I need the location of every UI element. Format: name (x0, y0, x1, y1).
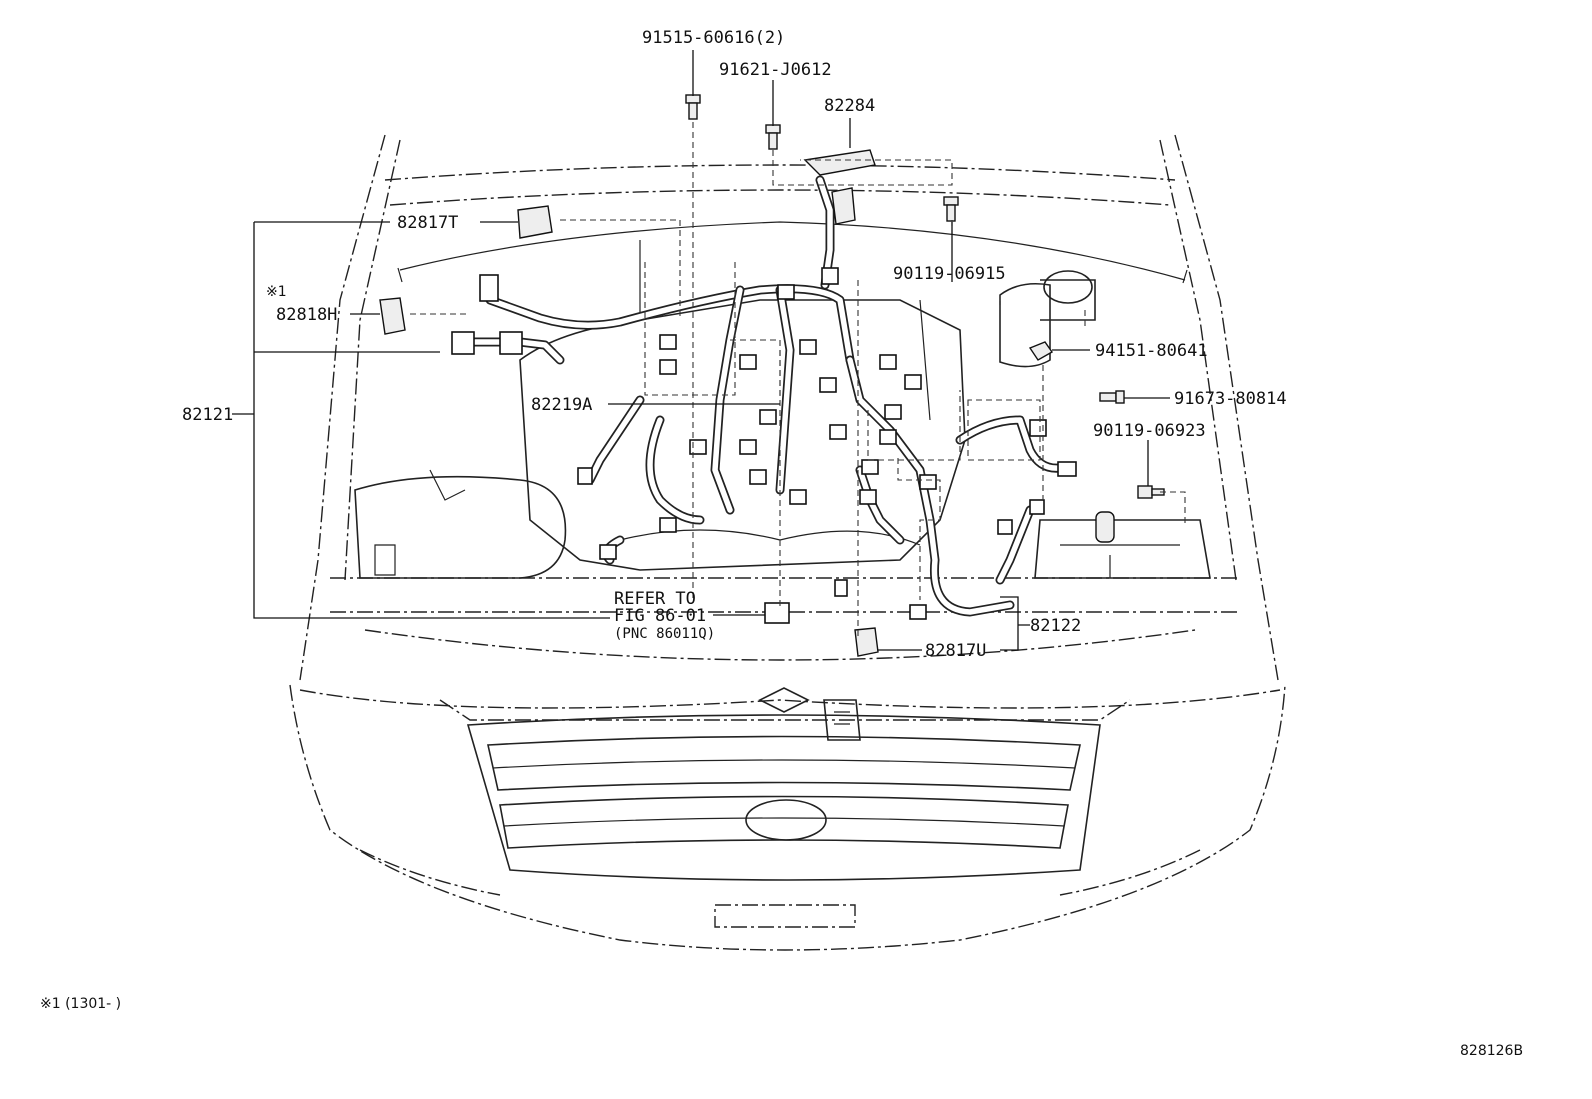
label-refer-to: REFER TO (614, 589, 696, 609)
vehicle-body-outline (289, 134, 1286, 951)
bolt-91515 (685, 94, 701, 120)
clamp-82817T (517, 205, 553, 239)
reference-dashed-lines (410, 122, 1186, 640)
leader-lines (232, 50, 1170, 651)
refer-connector (764, 602, 790, 624)
label-91673-80814: 91673-80814 (1174, 389, 1287, 409)
bolt-90119-06915 (943, 196, 959, 222)
bracket-82284 (803, 149, 876, 176)
engine-wire-harness (455, 175, 1065, 617)
clamp-82817U (854, 627, 879, 657)
label-82284: 82284 (824, 96, 875, 116)
bolt-91673 (1099, 390, 1125, 404)
label-90119-06923: 90119-06923 (1093, 421, 1206, 441)
harness-connectors (379, 94, 1165, 657)
clamp-82818H (379, 297, 406, 335)
label-82121: 82121 (182, 405, 233, 425)
label-refer-fig: FIG 86-01 (614, 606, 706, 626)
label-82122: 82122 (1030, 616, 1081, 636)
label-82219a: 82219A (531, 395, 592, 415)
label-90119-06915: 90119-06915 (893, 264, 1006, 284)
label-refer-pnc: (PNC 86011Q) (614, 626, 715, 642)
label-note-star1: ※1 (266, 284, 287, 300)
label-82817t: 82817T (397, 213, 458, 233)
label-94151-80641: 94151-80641 (1095, 341, 1208, 361)
label-82818h: 82818H (276, 305, 337, 325)
label-82817u: 82817U (925, 641, 986, 661)
bolt-91621 (765, 124, 781, 150)
footnote: ※1 (1301- ) (40, 996, 121, 1012)
part-labels: 91515-60616(2) 91621-J0612 82284 82817T … (182, 28, 1287, 661)
label-91621-j0612: 91621-J0612 (719, 60, 832, 80)
figure-code: 828126B (1460, 1043, 1523, 1059)
label-91515-60616: 91515-60616(2) (642, 28, 785, 48)
nut-94151 (1028, 341, 1054, 361)
